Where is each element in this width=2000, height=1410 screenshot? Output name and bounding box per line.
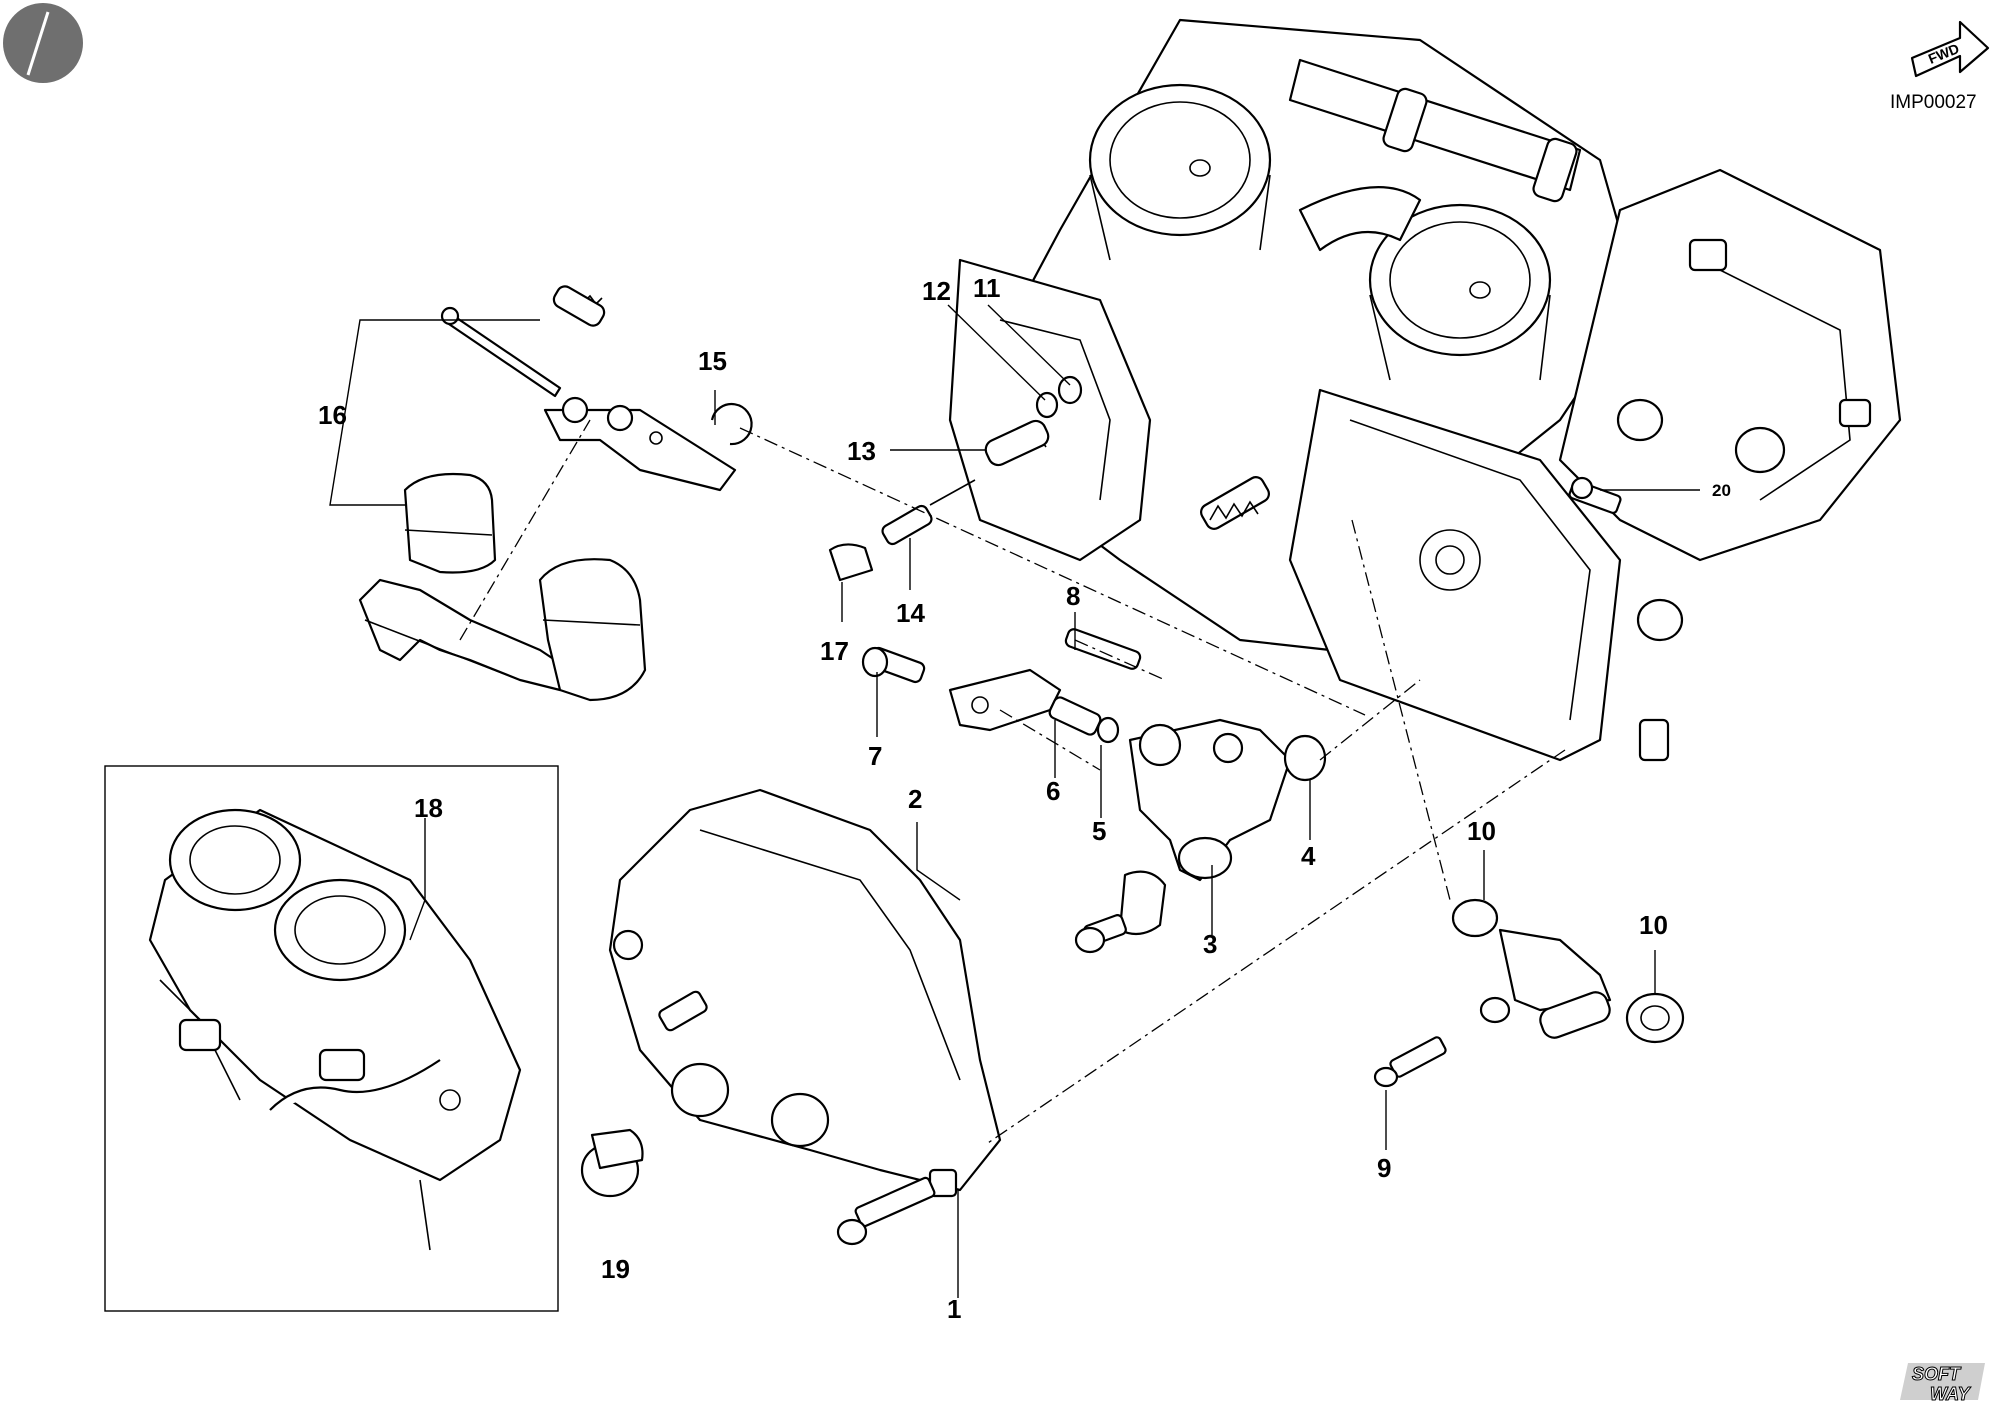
part-19-plug (580, 1128, 644, 1198)
part-1-screw (836, 1176, 936, 1246)
softway-logo: SOFT WAY (1900, 1363, 1985, 1405)
callout-5: 5 (1092, 816, 1106, 846)
part-7-screw (861, 646, 926, 684)
callout-4: 4 (1301, 841, 1316, 871)
part-17-rubber-cap (828, 543, 874, 582)
assembly-line-e (459, 419, 591, 641)
callout-19: 19 (601, 1254, 630, 1284)
part-20-screw (1568, 476, 1622, 514)
callout-6: 6 (1046, 776, 1060, 806)
bracket-plate (948, 668, 1062, 732)
forward-arrow-icon: FWD (1910, 20, 1990, 78)
callout-7: 7 (868, 741, 882, 771)
part-10-t-fitting (1451, 898, 1685, 1044)
callout-18: 18 (414, 793, 443, 823)
callout-10b: 10 (1639, 910, 1668, 940)
part-8-needle (1064, 628, 1142, 670)
callout-2: 2 (908, 784, 922, 814)
part-11-o-ring (1057, 375, 1083, 405)
assembly-line-c (1351, 519, 1451, 901)
assembly-line-f (1074, 639, 1166, 681)
assembly-line-d (984, 749, 1566, 1146)
part-3-pump-housing (1074, 718, 1292, 954)
callout-11: 11 (973, 273, 1001, 303)
callout-17: 17 (820, 636, 849, 666)
part-6-jet (1048, 696, 1102, 736)
logo-line1: SOFT (1912, 1364, 1962, 1384)
carburetor-body-assembly (948, 18, 1902, 762)
part-14-jet (881, 479, 976, 546)
part-2-float-bowl-cover (608, 788, 1002, 1198)
drawing-code: IMP00027 (1890, 92, 1977, 113)
callout-9: 9 (1377, 1153, 1391, 1183)
part-5-o-ring (1096, 716, 1120, 744)
part-4-seal (1283, 734, 1327, 782)
part-15-circlip (710, 403, 753, 446)
part-16-choke-linkage (358, 285, 737, 702)
callout-10a: 10 (1467, 816, 1496, 846)
callout-1: 1 (947, 1294, 961, 1324)
callout-14: 14 (896, 598, 925, 628)
part-12-washer (1035, 391, 1059, 419)
inset-box-part-18 (104, 765, 559, 1312)
part-13-spring (984, 419, 1050, 467)
callout-12: 12 (922, 276, 951, 306)
logo-line2: WAY (1930, 1384, 1972, 1404)
callout-3: 3 (1203, 929, 1217, 959)
assembly-line-b (1319, 679, 1421, 761)
catalog-disc-icon (3, 3, 83, 83)
assembly-line-a (739, 427, 1366, 716)
part-9-screw (1373, 1036, 1447, 1088)
assembly-line-g (999, 709, 1101, 771)
callout-15: 15 (698, 346, 727, 376)
callout-13: 13 (847, 436, 876, 466)
callout-8: 8 (1066, 581, 1080, 611)
callout-20: 20 (1712, 481, 1731, 500)
callout-16: 16 (318, 400, 347, 430)
